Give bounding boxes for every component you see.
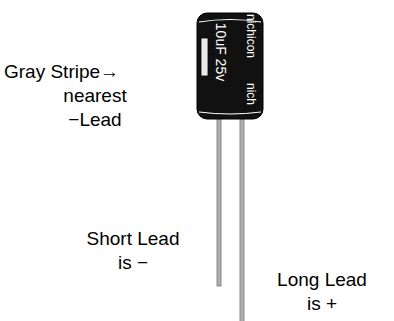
gray-stripe xyxy=(201,38,208,76)
callout-label: Long Lead xyxy=(277,270,367,291)
callout-label: Short Lead xyxy=(87,229,180,250)
body-highlight xyxy=(199,112,261,114)
long-lead xyxy=(240,116,244,321)
callout-label: nearest xyxy=(63,86,126,107)
callout-label: −Lead xyxy=(68,110,121,131)
callout-label: is − xyxy=(118,253,148,274)
brand-marking: nich xyxy=(243,83,256,105)
callout-label: Gray Stripe→ xyxy=(4,62,119,83)
brand-marking: nichicon xyxy=(243,14,256,58)
capacitor-marking: 10uF 25v xyxy=(212,23,227,81)
short-lead xyxy=(217,116,221,286)
callout-label: is + xyxy=(307,294,337,315)
capacitor-body xyxy=(197,13,263,119)
